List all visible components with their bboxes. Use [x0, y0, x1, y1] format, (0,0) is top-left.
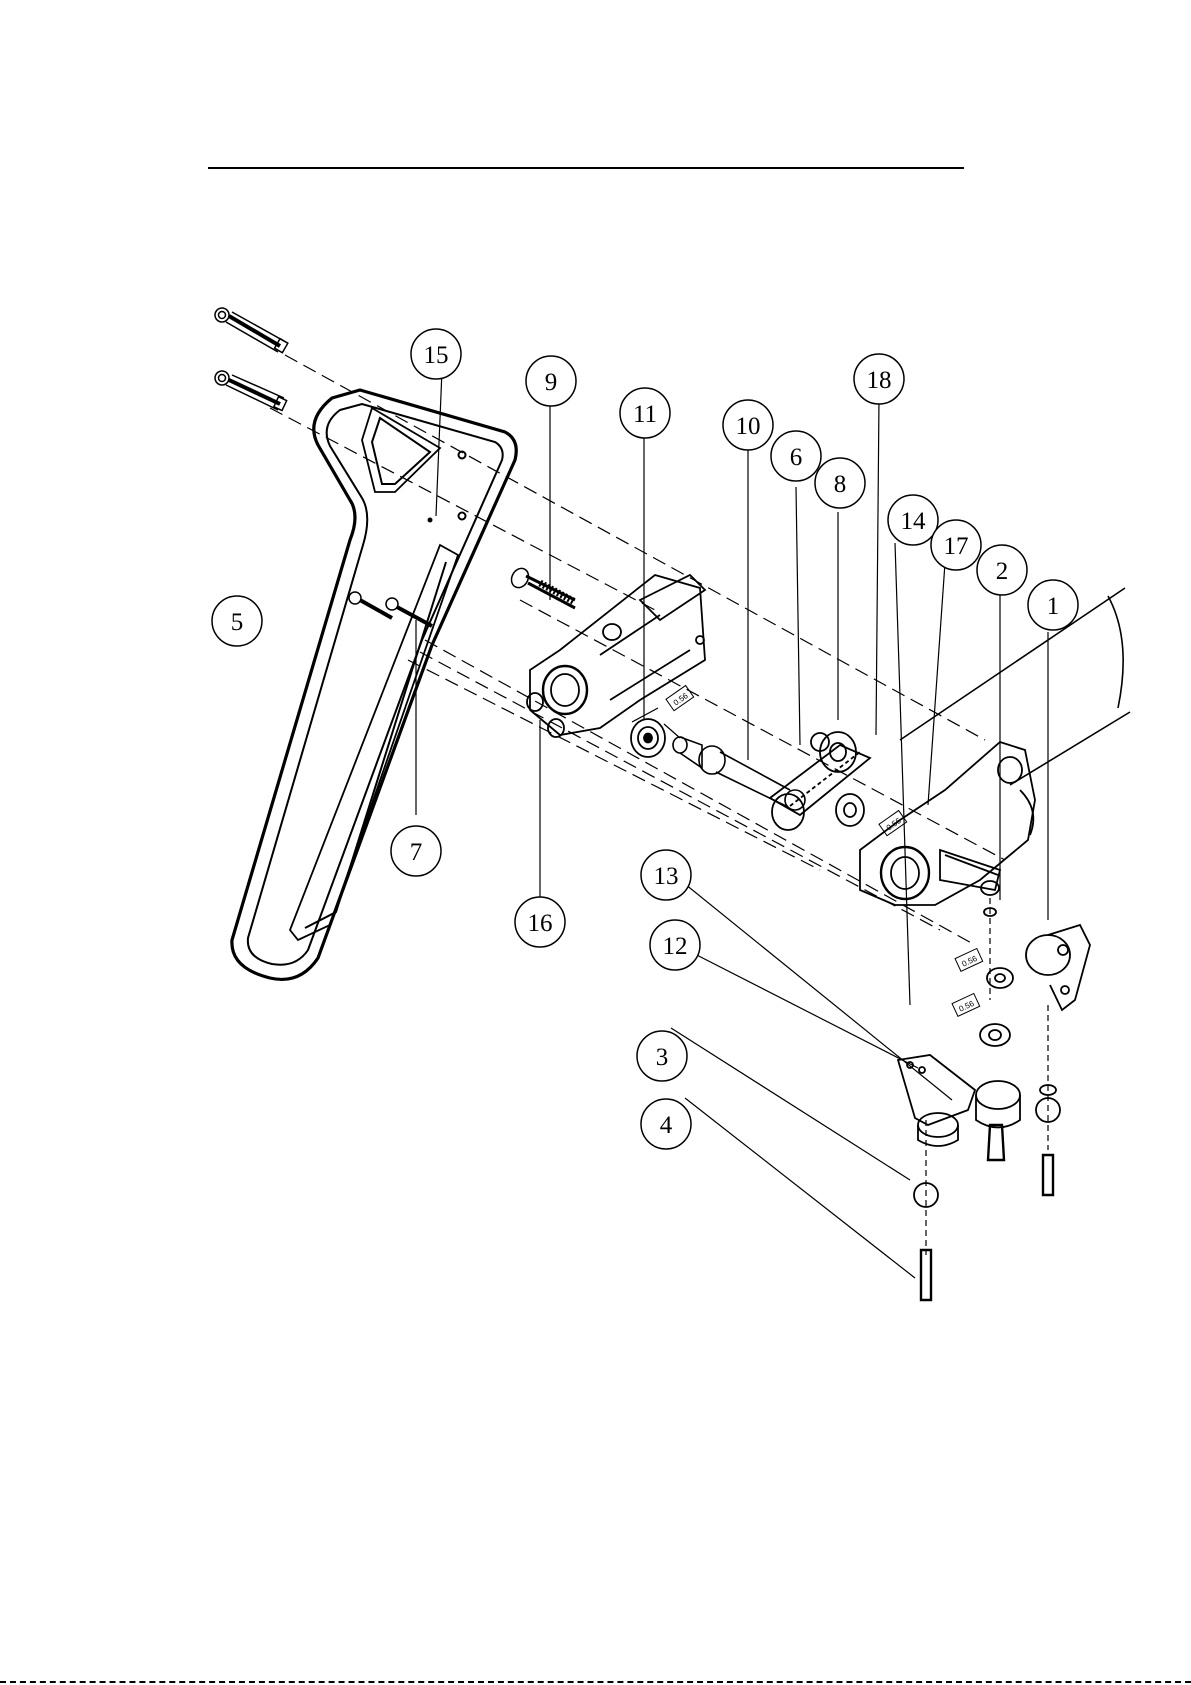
svg-text:11: 11	[633, 401, 657, 428]
callout-7: 7	[391, 826, 441, 876]
callout-8: 8	[815, 458, 865, 508]
svg-text:2: 2	[996, 558, 1009, 585]
long-screws	[215, 308, 288, 411]
vertical-fin	[232, 390, 516, 979]
callout-4: 4	[641, 1099, 691, 1149]
bottom-rule	[0, 1681, 1191, 1683]
tail-boom	[900, 588, 1130, 785]
callout-2: 2	[977, 545, 1027, 595]
svg-text:9: 9	[545, 369, 558, 396]
svg-text:6: 6	[790, 444, 803, 471]
svg-text:1: 1	[1047, 593, 1060, 620]
pulley	[770, 732, 870, 830]
svg-text:4: 4	[660, 1112, 673, 1139]
callout-18: 18	[854, 354, 904, 404]
svg-text:13: 13	[654, 863, 679, 890]
callout-5: 5	[212, 596, 262, 646]
svg-text:3: 3	[656, 1044, 669, 1071]
callout-9: 9	[526, 356, 576, 406]
callout-16: 16	[515, 897, 565, 947]
svg-text:10: 10	[736, 413, 761, 440]
callout-14: 14	[888, 495, 938, 545]
svg-text:8: 8	[834, 471, 847, 498]
front-housing	[527, 575, 705, 737]
callout-15: 15	[411, 329, 461, 379]
callout-6: 6	[771, 431, 821, 481]
link-balls	[914, 1085, 1060, 1300]
svg-text:0.56: 0.56	[958, 999, 976, 1014]
svg-text:14: 14	[901, 508, 927, 535]
callout-11: 11	[620, 388, 670, 438]
svg-text:16: 16	[528, 910, 553, 937]
callout-3: 3	[637, 1031, 687, 1081]
svg-text:12: 12	[663, 933, 688, 960]
bellcrank	[1026, 925, 1090, 1010]
callout-1: 1	[1028, 580, 1078, 630]
callout-12: 12	[650, 920, 700, 970]
svg-text:5: 5	[231, 609, 244, 636]
svg-text:18: 18	[867, 367, 892, 394]
callout-13: 13	[641, 850, 691, 900]
svg-text:15: 15	[424, 342, 449, 369]
tail-shaft	[673, 737, 805, 810]
bolt	[508, 565, 575, 608]
callout-17: 17	[931, 520, 981, 570]
svg-text:0.56: 0.56	[961, 954, 979, 969]
bearing-11	[631, 708, 680, 757]
bearing-stack	[980, 908, 1013, 1046]
svg-text:17: 17	[944, 533, 969, 560]
svg-text:7: 7	[410, 839, 423, 866]
callout-10: 10	[723, 400, 773, 450]
